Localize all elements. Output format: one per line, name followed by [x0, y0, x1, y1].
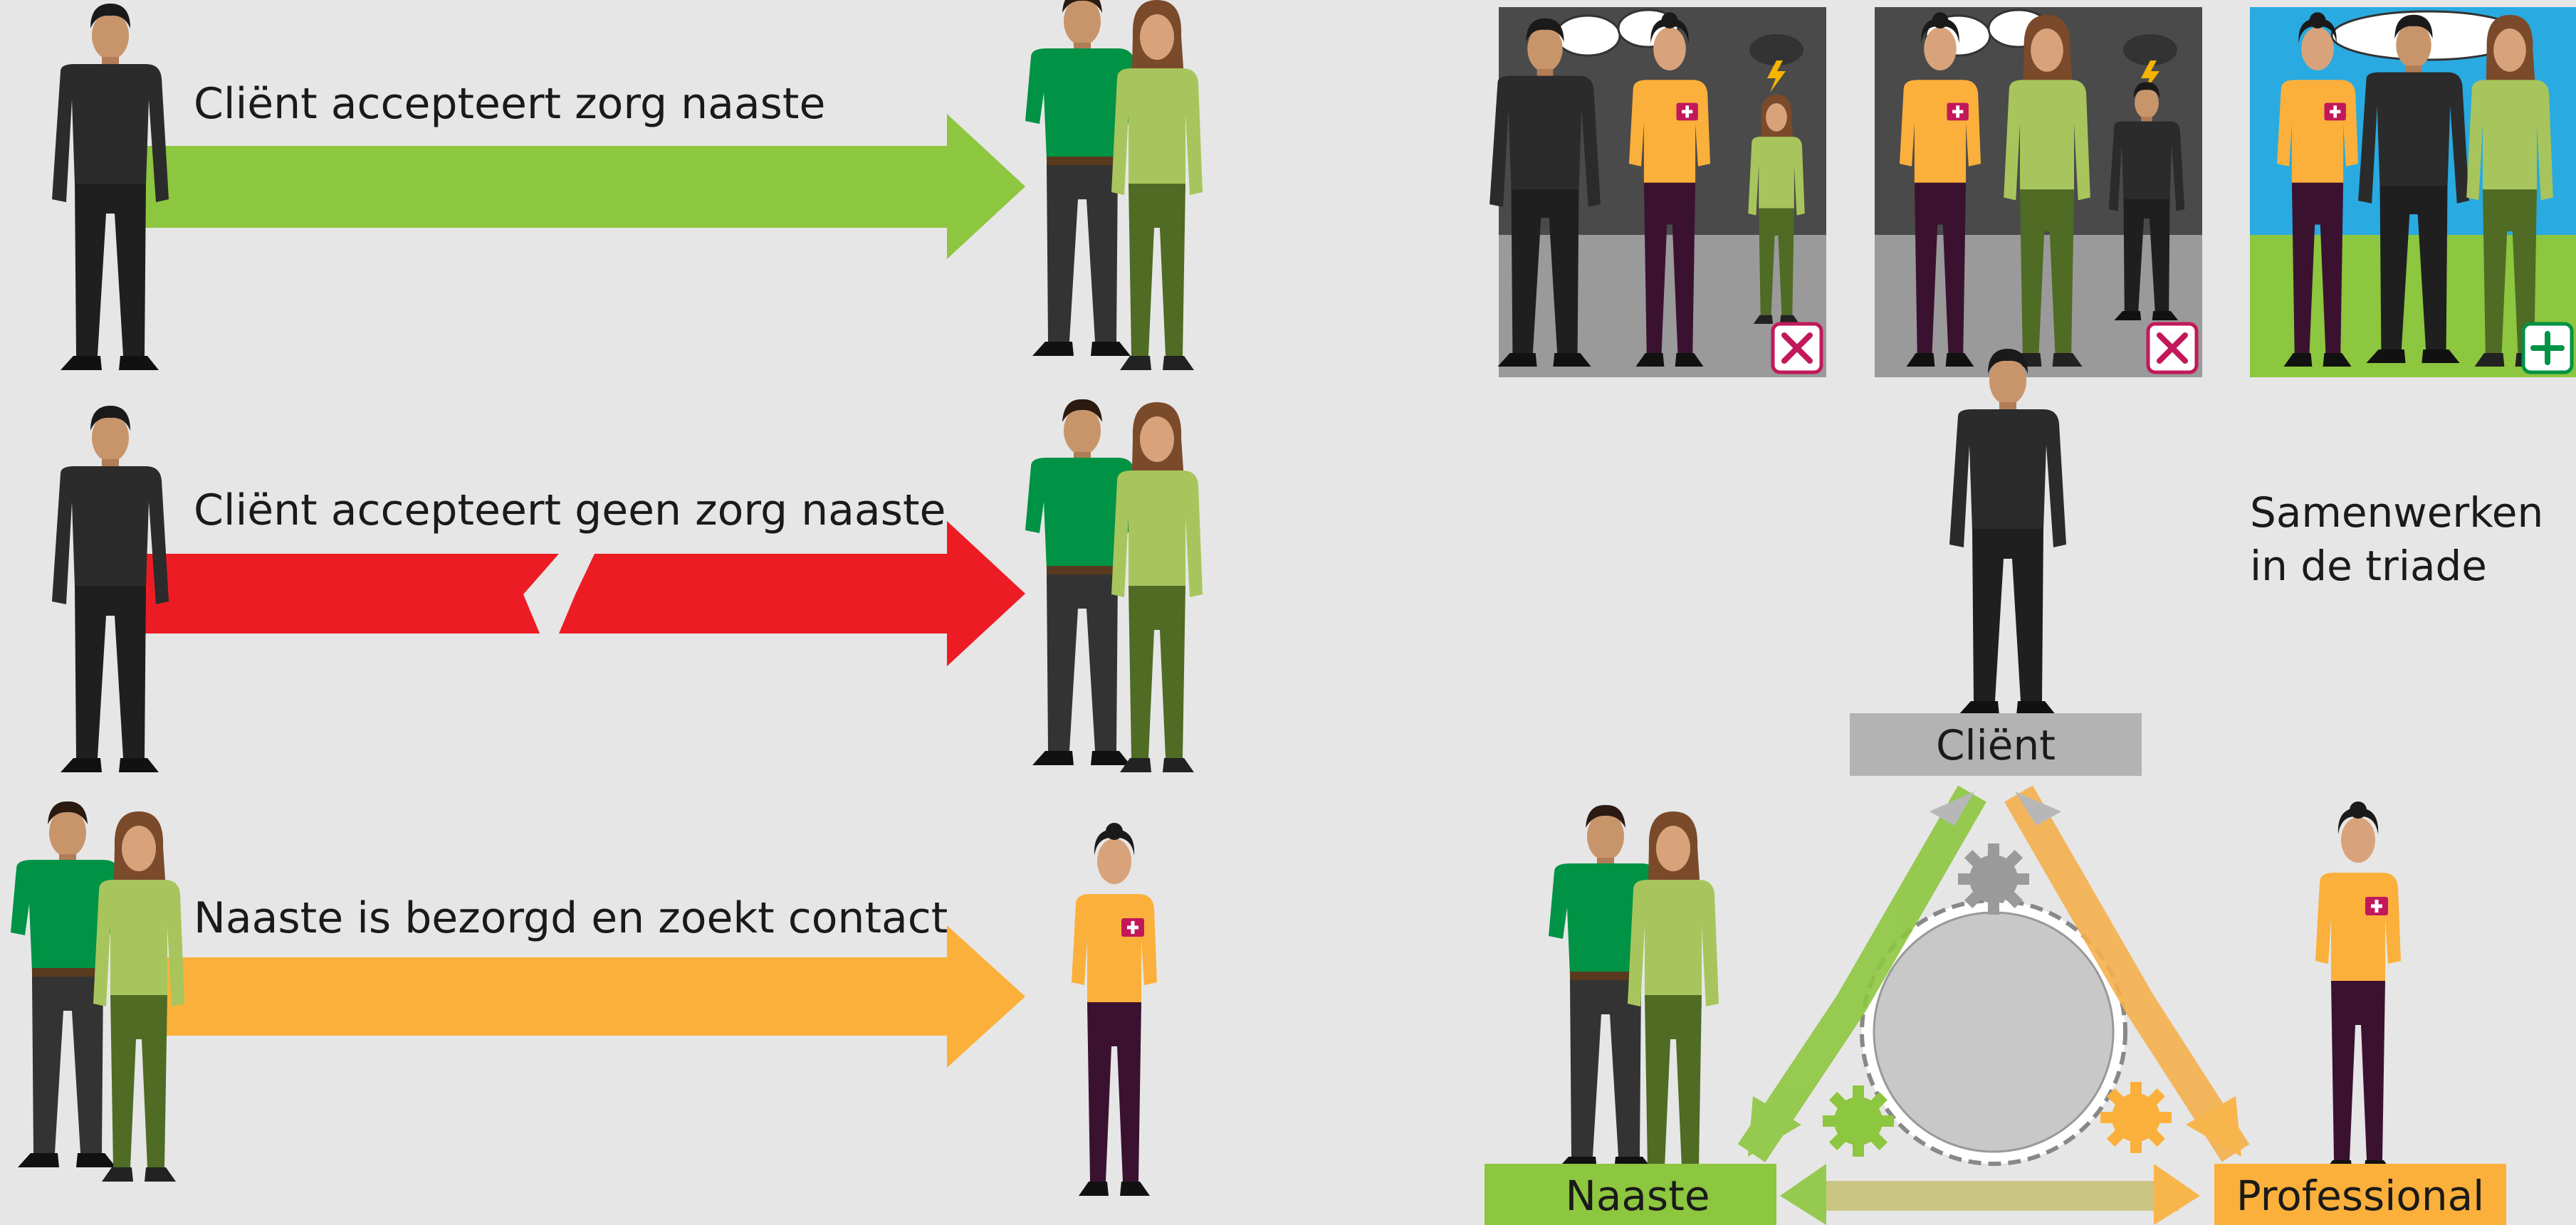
row-1: Cliënt accepteert zorg naaste [52, 0, 1203, 370]
triade-title-line1: Samenwerken [2250, 488, 2543, 537]
professional-figure [1072, 823, 1157, 1196]
panel-cooperation [2250, 7, 2576, 377]
naaste-label: Naaste [1565, 1172, 1710, 1220]
row-label: Naaste is bezorgd en zoekt contact [194, 893, 948, 943]
row-2: Cliënt accepteert geen zorg naaste [52, 399, 1203, 772]
client-label: Cliënt [1936, 721, 2056, 769]
couple-figure [1025, 0, 1203, 370]
gear-grey-icon [1958, 843, 2029, 915]
broken-red-arrow [142, 554, 559, 633]
panel-conflict-2 [1875, 7, 2202, 377]
gear-green-icon [1823, 1085, 1894, 1157]
triangle-arrows [1737, 785, 2250, 1225]
professional-figure [2315, 801, 2401, 1174]
client-figure [1949, 349, 2066, 715]
client-label-box [1850, 713, 2142, 776]
storm-cloud-icon [2123, 34, 2177, 93]
broken-red-arrow-tip [559, 521, 1025, 666]
professional-label: Professional [2236, 1172, 2485, 1220]
couple-figure [11, 801, 184, 1182]
row-label: Cliënt accepteert geen zorg naaste [194, 485, 946, 535]
storm-cloud-icon [1749, 34, 1803, 93]
cross-icon [1771, 322, 1823, 374]
triade-title-line2: in de triade [2250, 542, 2487, 590]
plus-icon [2521, 322, 2574, 374]
row-label: Cliënt accepteert zorg naaste [194, 79, 825, 129]
gear-orange-icon [2100, 1082, 2172, 1153]
gear-large-icon [1860, 898, 2127, 1166]
row-3: Naaste is bezorgd en zoekt contact [11, 801, 1157, 1196]
professional-label-box [2214, 1164, 2506, 1225]
panel-conflict-1 [1489, 7, 1826, 377]
naaste-figure [1549, 804, 1719, 1182]
cross-icon [2146, 322, 2199, 374]
orange-arrow [142, 925, 1025, 1068]
naaste-label-box [1485, 1164, 1776, 1225]
couple-figure [1025, 399, 1203, 772]
green-arrow [142, 114, 1025, 259]
